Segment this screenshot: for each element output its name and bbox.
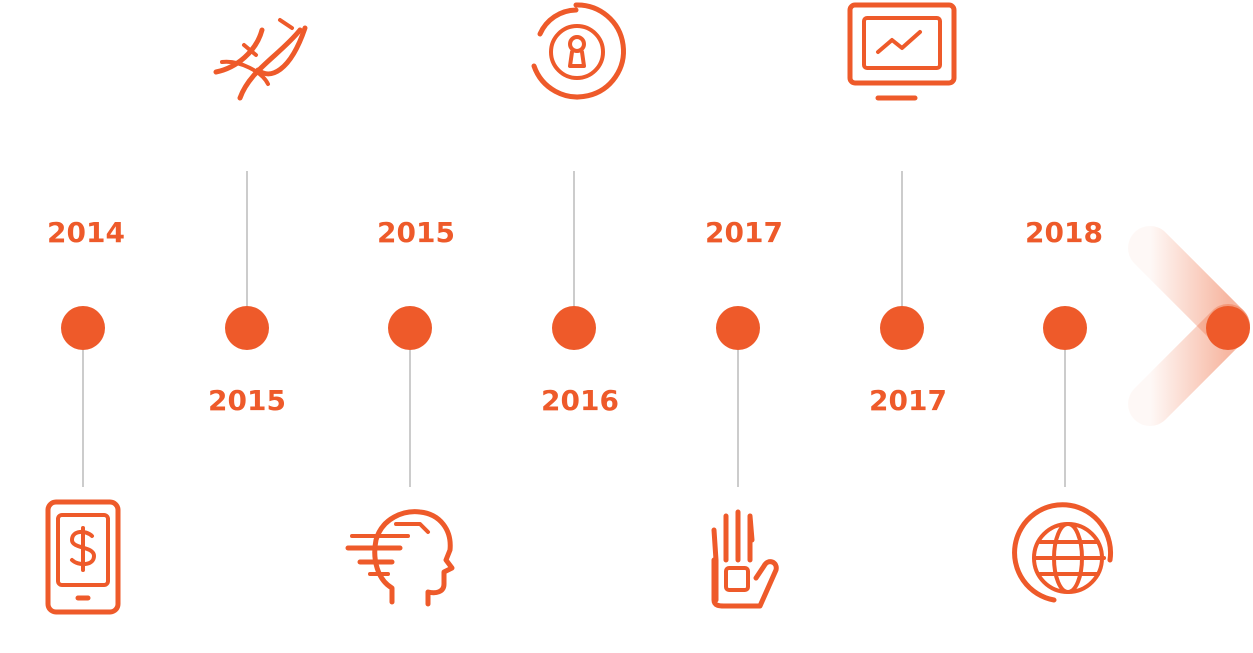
connectors	[82, 171, 1066, 487]
timeline-dot	[388, 306, 432, 350]
globe-icon	[1012, 502, 1114, 603]
security-lock-icon	[531, 2, 626, 100]
smartphone-dollar-icon	[45, 499, 121, 615]
year-label: 2017	[705, 216, 783, 249]
timeline-dot	[61, 306, 105, 350]
year-label: 2018	[1025, 216, 1103, 249]
monitor-chart-icon	[847, 2, 957, 101]
year-label: 2017	[869, 384, 947, 417]
timeline-dot	[880, 306, 924, 350]
ai-head-icon	[345, 509, 455, 607]
timeline-dots	[61, 306, 1250, 350]
timeline-dot	[1043, 306, 1087, 350]
year-label: 2016	[541, 384, 619, 417]
year-label: 2014	[47, 216, 125, 249]
timeline-dot	[552, 306, 596, 350]
timeline-dot	[716, 306, 760, 350]
dna-icon	[213, 18, 308, 101]
timeline-dot	[225, 306, 269, 350]
robotic-hand-icon	[711, 509, 779, 609]
year-label: 2015	[208, 384, 286, 417]
timeline-end-dot	[1206, 306, 1250, 350]
year-label: 2015	[377, 216, 455, 249]
